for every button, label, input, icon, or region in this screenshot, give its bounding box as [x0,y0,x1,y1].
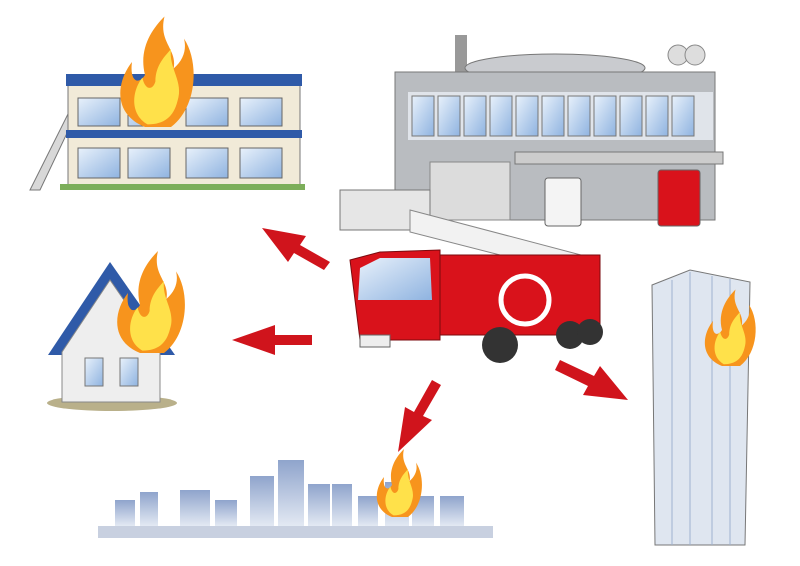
ladder-fire-truck [339,189,603,363]
arrow-to-city [398,380,441,452]
parked-fire-engine [657,169,701,227]
arrow-to-house [232,325,312,355]
fire-station [394,35,724,227]
flame-icon [117,251,185,353]
skyscraper-on-fire [651,269,756,546]
ambulance [544,177,582,227]
city-skyline-on-fire [98,449,493,538]
arrow-to-school [262,228,330,270]
house-on-fire [47,251,185,411]
school-building-on-fire [29,16,305,191]
direction-arrows [232,228,628,452]
arrow-to-skyscraper [555,360,628,400]
flame-icon [376,449,422,517]
flame-icon [120,16,194,128]
